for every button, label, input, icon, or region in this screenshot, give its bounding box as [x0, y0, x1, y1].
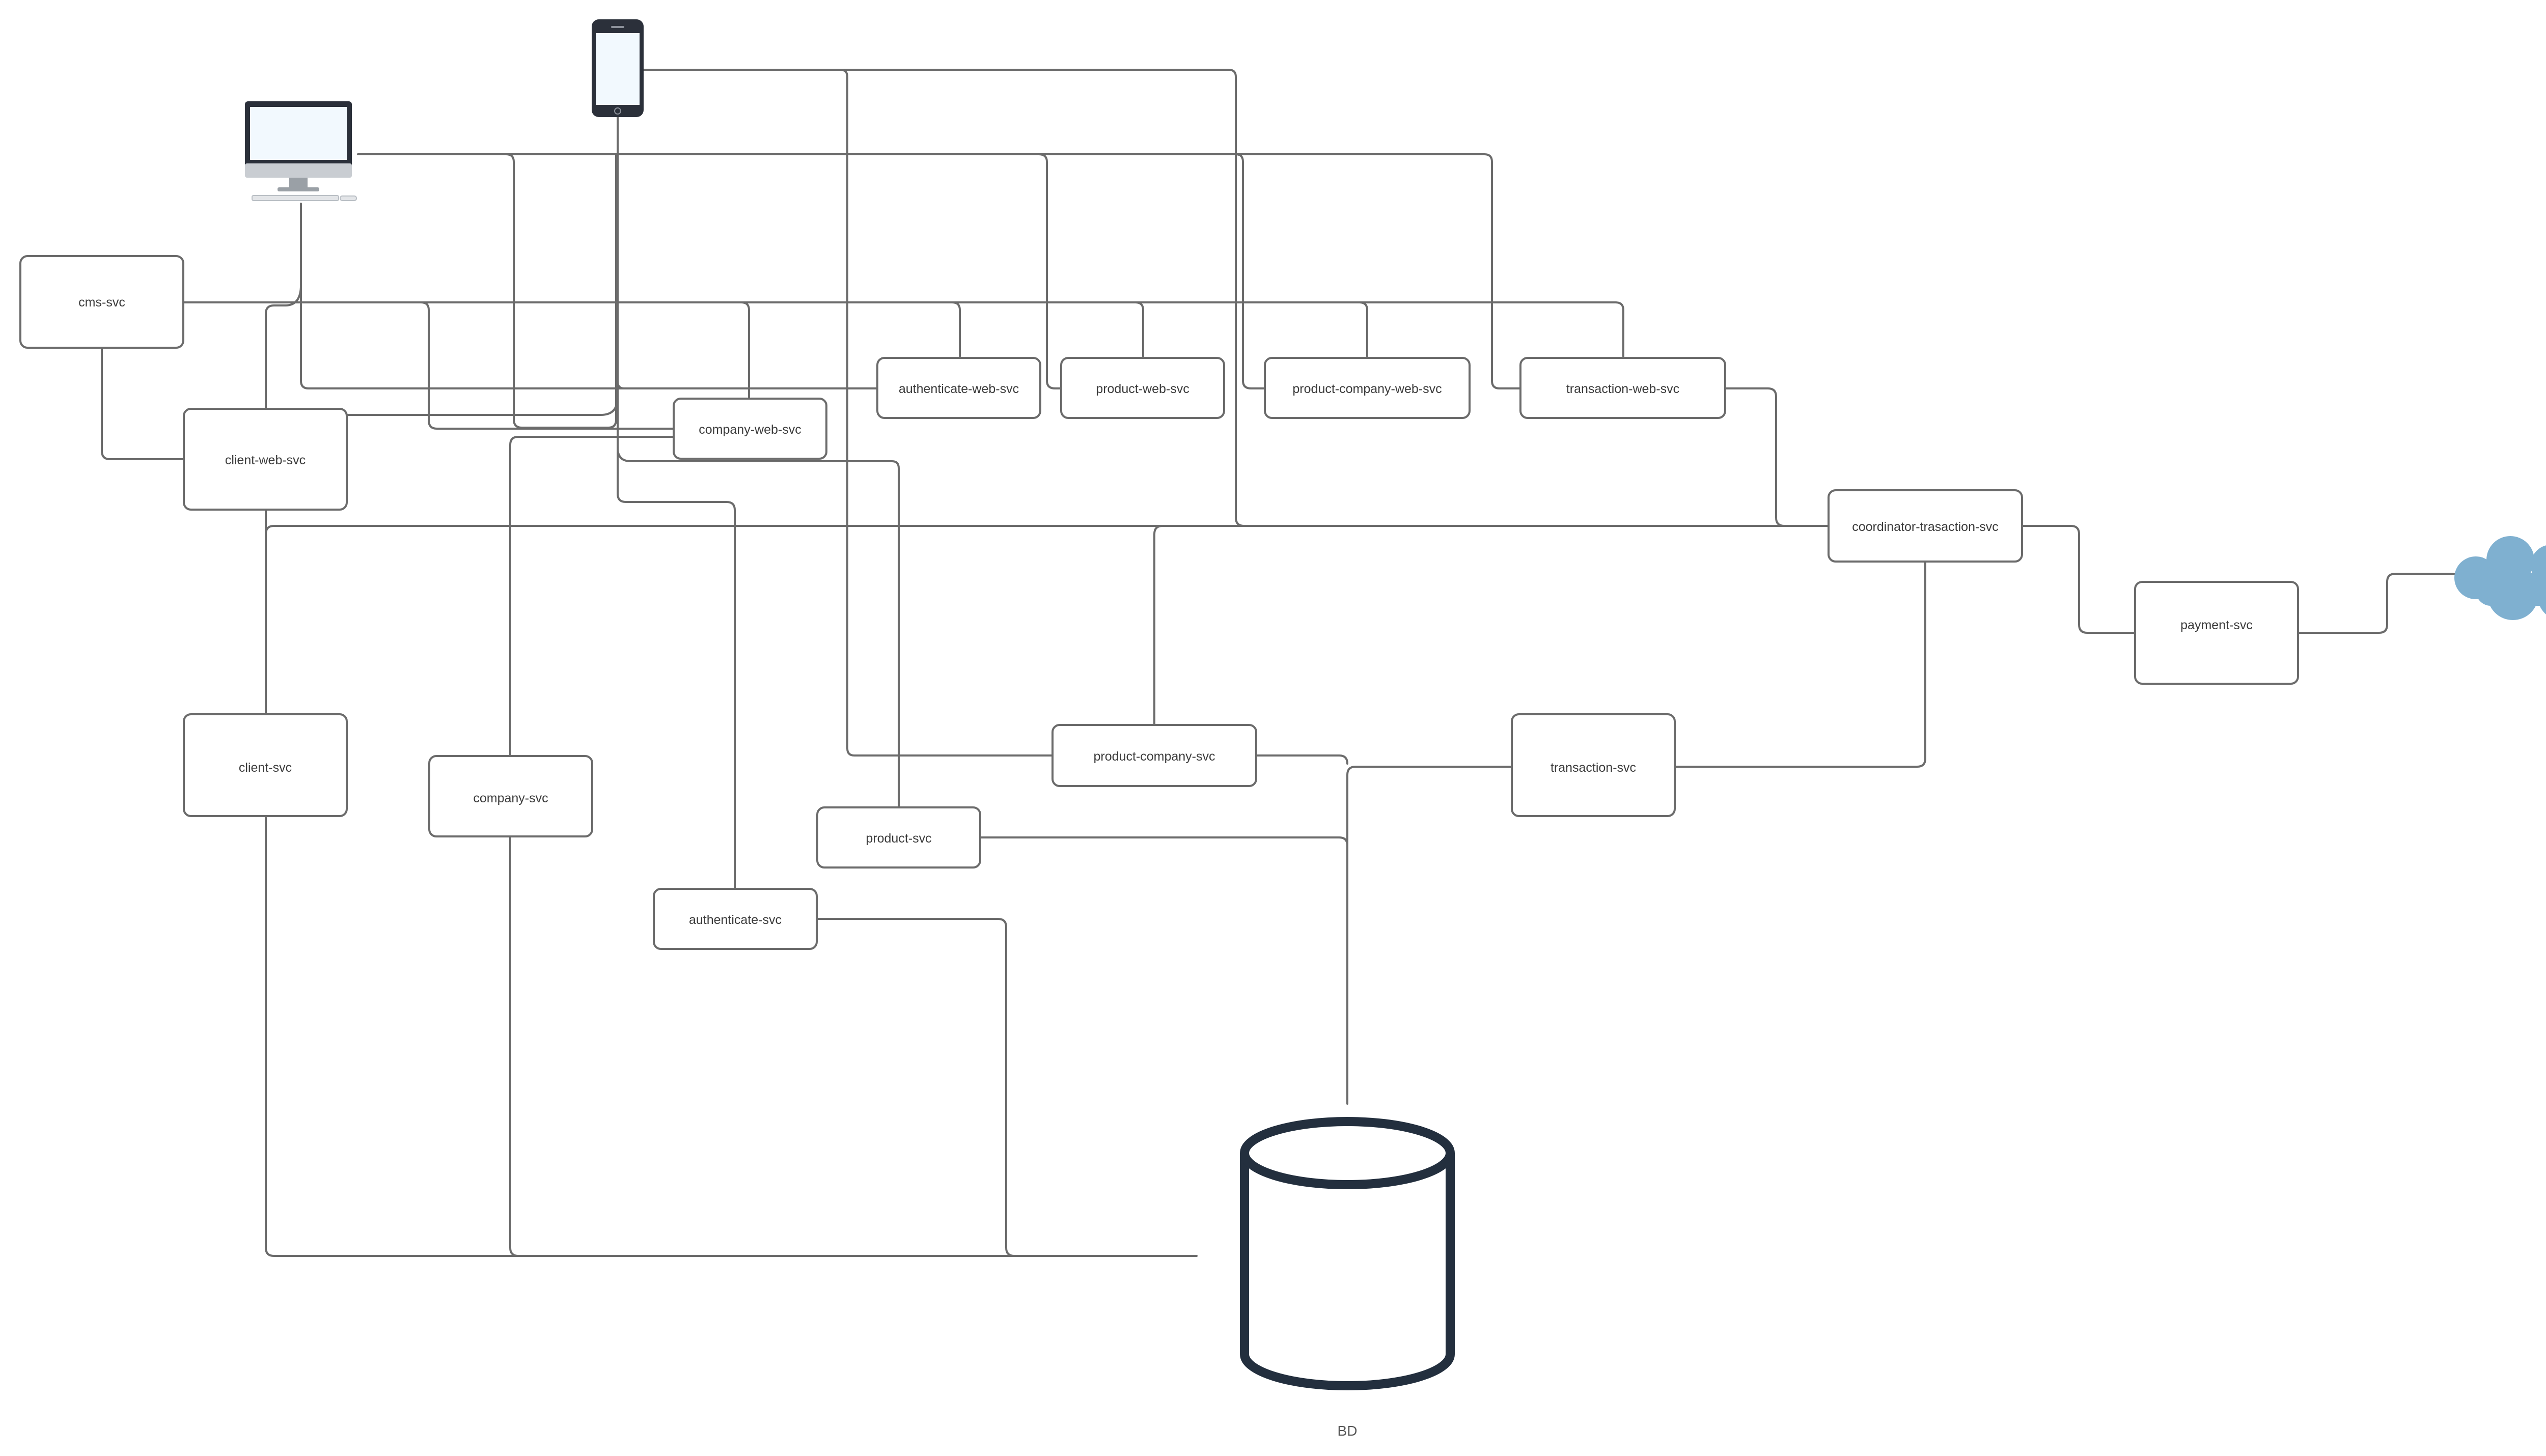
client-svc-label: client-svc	[239, 761, 292, 775]
client-web-svc-label: client-web-svc	[225, 453, 306, 467]
payment-svc-label: payment-svc	[2180, 618, 2253, 632]
company-web-svc-node[interactable]: company-web-svc	[673, 398, 827, 460]
authenticate-web-svc-node[interactable]: authenticate-web-svc	[876, 357, 1041, 419]
coordinator-trasaction-svc-node[interactable]: coordinator-trasaction-svc	[1828, 489, 2023, 563]
product-company-web-svc-label: product-company-web-svc	[1292, 382, 1442, 396]
database-label: BD	[1338, 1423, 1358, 1439]
cms-svc-label: cms-svc	[78, 295, 125, 310]
connector-desktop-bus	[357, 153, 1521, 389]
connector-desktop-company	[505, 153, 617, 429]
mobile-phone-icon	[592, 19, 644, 117]
database-icon	[1240, 1117, 1455, 1390]
connector-product-db	[979, 836, 1348, 847]
product-company-svc-node[interactable]: product-company-svc	[1051, 724, 1257, 787]
transaction-web-svc-node[interactable]: transaction-web-svc	[1519, 357, 1726, 419]
connector-payment-cloud	[2297, 573, 2475, 634]
transaction-svc-label: transaction-svc	[1551, 761, 1636, 775]
payment-svc-node[interactable]: payment-svc	[2134, 581, 2299, 685]
company-svc-node[interactable]: company-svc	[428, 755, 593, 837]
connector-transaction-db	[1346, 766, 1513, 1105]
connector-phone-down	[617, 114, 736, 891]
connector-cms-authenticate-web	[951, 301, 961, 357]
desktop-computer-icon	[245, 101, 357, 201]
company-web-svc-label: company-web-svc	[699, 423, 801, 437]
connector-coordinator-payment	[2021, 525, 2136, 634]
connector-desktop-authenticate-web	[300, 203, 878, 389]
connector-company-web-company-svc	[509, 436, 674, 757]
connector-authenticate-db	[816, 918, 1015, 1257]
product-svc-node[interactable]: product-svc	[816, 806, 981, 869]
product-company-svc-label: product-company-svc	[1094, 749, 1215, 764]
product-web-svc-label: product-web-svc	[1096, 382, 1189, 396]
connector-db-bus	[265, 817, 1198, 1257]
connector-desktop-product-web	[1038, 153, 1062, 389]
authenticate-svc-node[interactable]: authenticate-svc	[653, 888, 818, 950]
connector-cms-bus	[182, 301, 1624, 357]
connector-phone-product-svc	[641, 69, 1054, 757]
cms-svc-node[interactable]: cms-svc	[19, 255, 184, 349]
connector-coordinator-bus	[265, 525, 1830, 535]
connector-desktop-product-company-web	[1235, 153, 1265, 389]
connector-cms-client-web	[101, 347, 184, 460]
connector-cms-branch	[420, 301, 674, 430]
company-svc-label: company-svc	[473, 791, 548, 805]
client-web-svc-node[interactable]: client-web-svc	[183, 408, 348, 511]
connector-transaction-web-coordinator	[1725, 387, 1830, 527]
product-company-web-svc-node[interactable]: product-company-web-svc	[1264, 357, 1471, 419]
cloud-icon	[2454, 536, 2546, 620]
coordinator-trasaction-svc-label: coordinator-trasaction-svc	[1852, 520, 1999, 534]
authenticate-svc-label: authenticate-svc	[689, 913, 782, 927]
connector-cms-product-company-web	[1359, 301, 1368, 357]
connector-client-web-phone	[346, 396, 619, 416]
connector-phone-product-svc-2	[617, 447, 900, 809]
service-nodes: cms-svc client-web-svc company-web-svc a…	[19, 255, 2299, 950]
connector-coordinator-product-company	[1153, 525, 1164, 725]
authenticate-web-svc-label: authenticate-web-svc	[899, 382, 1019, 396]
transaction-web-svc-label: transaction-web-svc	[1566, 382, 1679, 396]
connector-coordinator-transaction	[1675, 559, 1926, 768]
connector-cms-company-web	[740, 301, 750, 399]
connectors	[101, 69, 2475, 1257]
client-svc-node[interactable]: client-svc	[183, 713, 348, 817]
connector-company-db	[509, 836, 519, 1257]
connector-client-web-desktop	[265, 284, 302, 715]
connector-cms-product-web	[1134, 301, 1144, 357]
product-svc-label: product-svc	[866, 831, 931, 846]
product-web-svc-node[interactable]: product-web-svc	[1060, 357, 1225, 419]
connector-product-company-db	[1255, 754, 1348, 765]
transaction-svc-node[interactable]: transaction-svc	[1511, 713, 1676, 817]
